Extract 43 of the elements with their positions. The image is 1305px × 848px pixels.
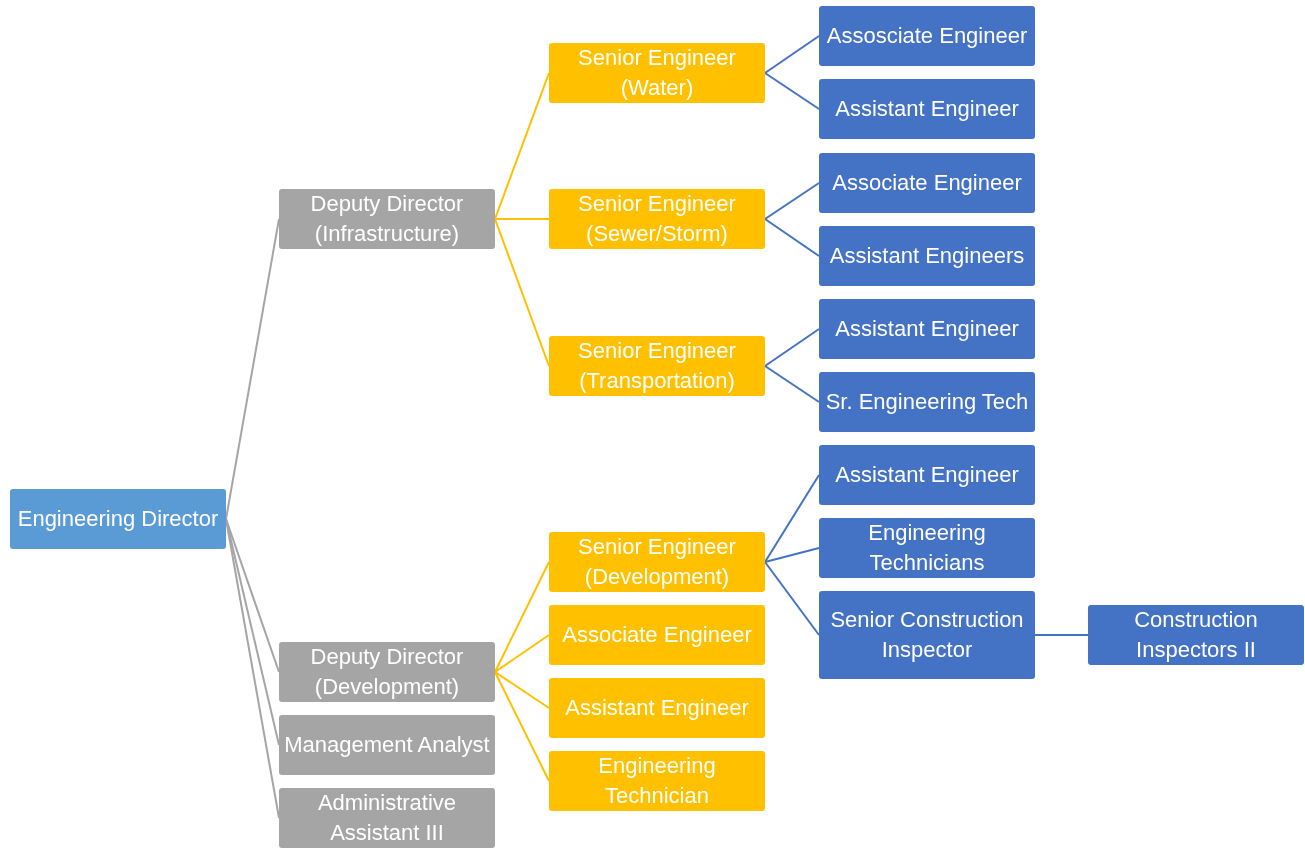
org-box: Assosciate Engineer xyxy=(819,6,1035,66)
connector-line xyxy=(1034,634,1089,636)
org-box: Sr. Engineering Tech xyxy=(819,372,1035,432)
connector-line xyxy=(225,518,280,673)
connector-line xyxy=(225,518,280,746)
org-box: Senior Engineer (Water) xyxy=(549,43,765,103)
connector-line xyxy=(764,365,820,403)
org-box: Deputy Director (Development) xyxy=(279,642,495,702)
connector-line xyxy=(764,328,820,367)
connector-line xyxy=(225,518,280,819)
connector-line xyxy=(764,218,820,257)
org-box: Assistant Engineer xyxy=(819,79,1035,139)
org-box: Engineering Technician xyxy=(549,751,765,811)
org-box: Construction Inspectors II xyxy=(1088,605,1304,665)
connector-line xyxy=(494,671,550,709)
connector-line xyxy=(494,561,550,673)
connector-line xyxy=(764,72,820,110)
org-box: Assistant Engineers xyxy=(819,226,1035,286)
connector-line xyxy=(764,35,820,74)
connector-line xyxy=(225,218,280,520)
org-box: Senior Engineer (Transportation) xyxy=(549,336,765,396)
connector-line xyxy=(764,182,820,220)
org-box: Management Analyst xyxy=(279,715,495,775)
org-box: Senior Engineer (Sewer/Storm) xyxy=(549,189,765,249)
connector-line xyxy=(494,218,550,367)
connector-line xyxy=(494,218,550,220)
connector-line xyxy=(494,634,550,673)
connector-line xyxy=(764,561,820,636)
org-box: Associate Engineer xyxy=(549,605,765,665)
org-box: Engineering Technicians xyxy=(819,518,1035,578)
connector-line xyxy=(494,72,550,220)
org-box: Assistant Engineer xyxy=(549,678,765,738)
org-box: Associate Engineer xyxy=(819,153,1035,213)
org-box: Assistant Engineer xyxy=(819,445,1035,505)
connector-line xyxy=(764,474,820,563)
org-box: Senior Construction Inspector xyxy=(819,591,1035,679)
org-box: Assistant Engineer xyxy=(819,299,1035,359)
connector-line xyxy=(764,547,820,563)
org-box: Senior Engineer (Development) xyxy=(549,532,765,592)
org-box: Administrative Assistant III xyxy=(279,788,495,848)
org-box: Engineering Director xyxy=(10,489,226,549)
connector-line xyxy=(494,671,550,782)
org-box: Deputy Director (Infrastructure) xyxy=(279,189,495,249)
